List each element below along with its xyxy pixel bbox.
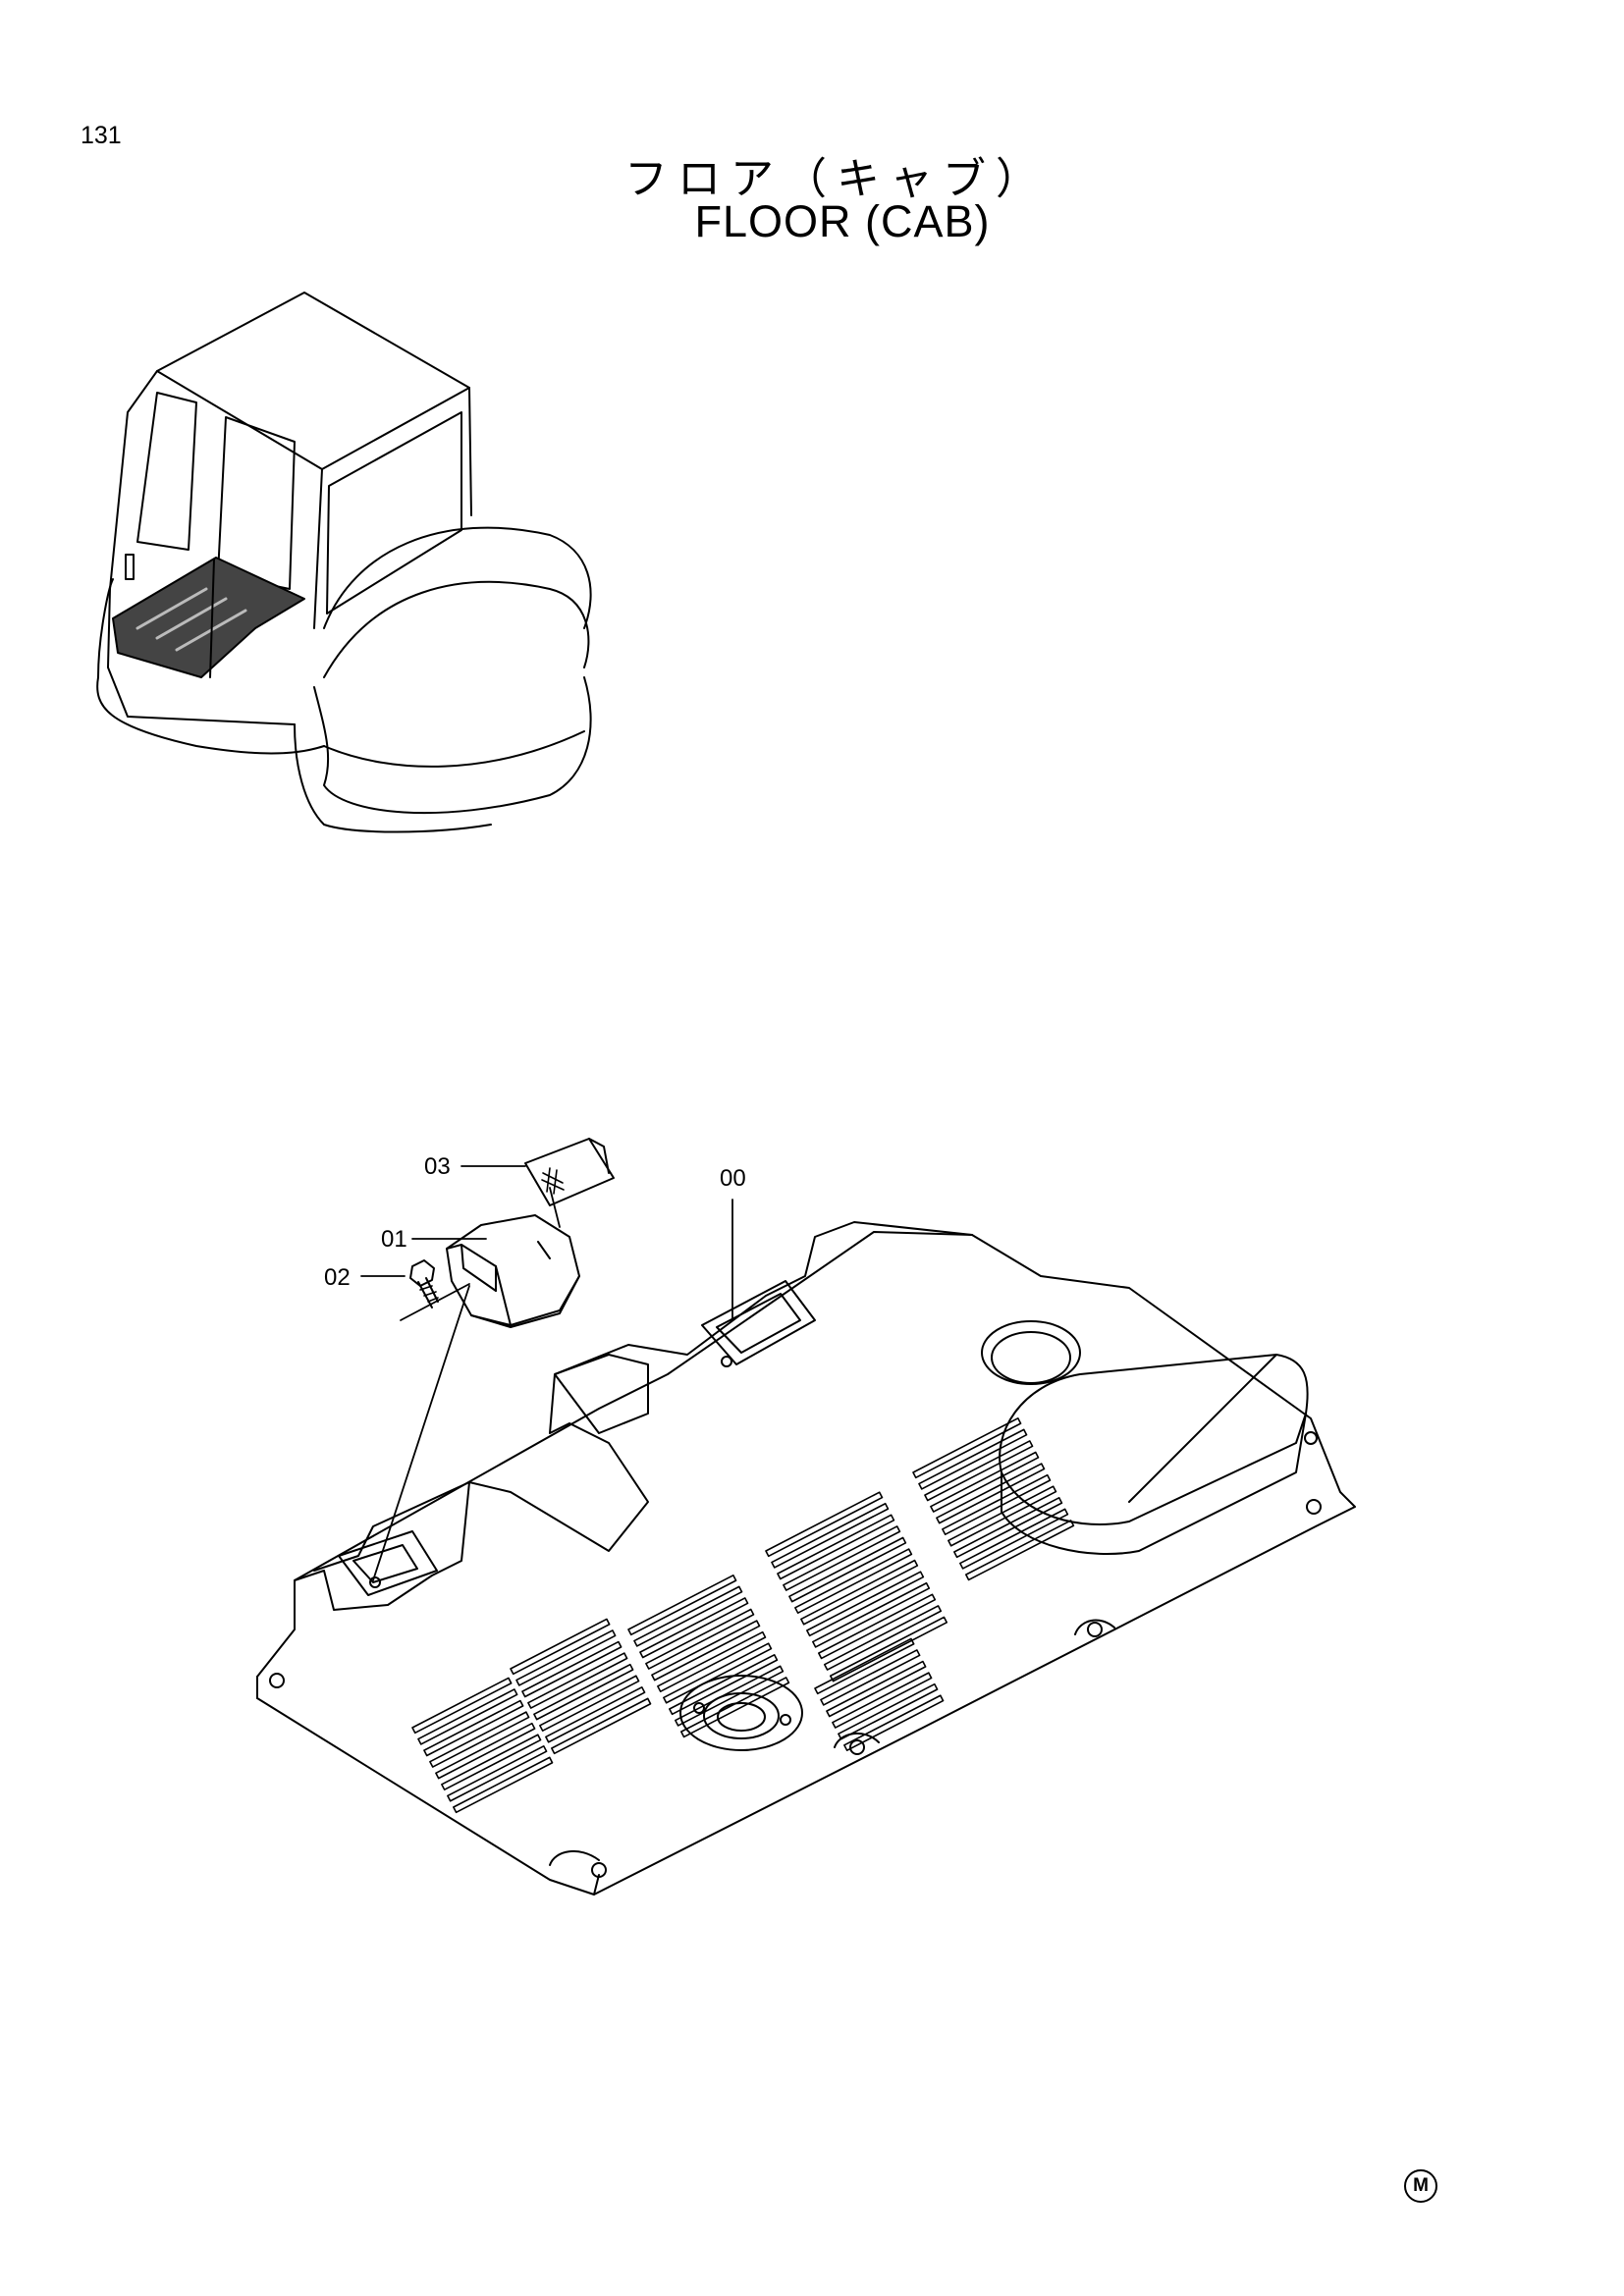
grating-slot [675,1665,785,1727]
grating-slot [645,1608,755,1670]
grating-slot [639,1597,749,1659]
grating-slot [669,1653,779,1716]
grating-slot [777,1514,895,1580]
grating-slot [838,1682,939,1740]
grating-slot [429,1711,530,1768]
grating-slot [942,1473,1052,1535]
grating-slot [783,1525,901,1591]
label-tag-illustration [524,1138,615,1206]
callout-03: 03 [424,1153,451,1180]
callout-01: 01 [381,1226,407,1253]
grating-slot [812,1581,931,1648]
grating-slot [423,1699,524,1757]
grating-slot [527,1652,628,1709]
grating-slot [680,1677,790,1738]
grating-slot [814,1637,915,1695]
grating-slot [417,1688,518,1745]
grating-slot [912,1417,1022,1479]
grating-slot [832,1672,933,1729]
grating-slot [924,1440,1034,1502]
page-number: 131 [81,122,122,149]
grating-slot [930,1451,1040,1513]
grating-slot [651,1620,761,1682]
grating-slot [936,1463,1046,1524]
grating-slot [545,1686,646,1743]
grating-slot [818,1593,937,1660]
grating-slot [820,1649,921,1706]
grating-slot [947,1485,1057,1547]
grating-slot [521,1640,623,1698]
grating-slot [551,1697,652,1755]
leader-lines [360,1165,733,1581]
grating-slot [826,1660,927,1718]
floor-plate-illustration [256,1221,1356,1896]
grating-slot [953,1496,1063,1559]
grating-slot [633,1585,743,1647]
grating-slot [411,1677,513,1735]
page-title-japanese: フロア（キャブ） [624,154,1049,204]
grating-slot [515,1629,617,1686]
grating-slot [843,1694,945,1751]
grating-slot [794,1548,913,1614]
page-title-english: FLOOR (CAB) [694,196,991,246]
grating-slot [800,1559,919,1626]
manufacturer-mark: M [1404,2169,1437,2203]
grating-slot [533,1663,634,1721]
grating-slot [441,1734,542,1790]
grating-slot [918,1428,1028,1490]
grating-slot [453,1756,554,1814]
vent-duct-illustration [446,1214,580,1328]
grating-slot [771,1502,890,1569]
grating-slot [627,1575,737,1636]
callout-00: 00 [720,1165,746,1192]
grating-slot [539,1675,640,1732]
grating-slot [663,1642,773,1704]
grating-slot [788,1536,907,1603]
grating-slot [765,1491,884,1558]
grating-slot [806,1571,925,1637]
grating-slot [510,1618,611,1676]
grating-slot [435,1722,536,1780]
grating-slot [965,1520,1075,1581]
bolt-illustration [409,1259,439,1308]
floor-grating-slots [411,1417,1075,1814]
grating-slot [959,1508,1069,1570]
grating-slot [824,1605,943,1671]
grating-slot [657,1630,767,1692]
cab-overview-illustration [96,292,592,833]
grating-slot [447,1745,548,1802]
callout-02: 02 [324,1264,351,1291]
